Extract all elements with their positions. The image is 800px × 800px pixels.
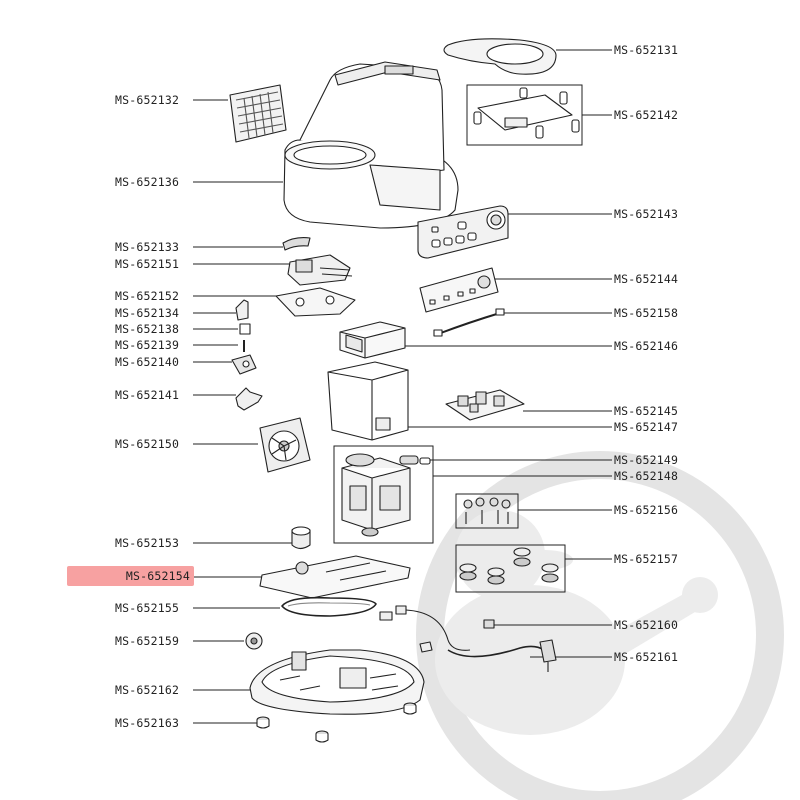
part-control-panel-652143 xyxy=(417,205,509,259)
part-plate-652142 xyxy=(473,87,580,139)
part-label-652160[interactable]: MS-652160 xyxy=(614,618,679,632)
part-label-652159[interactable]: MS-652159 xyxy=(115,634,180,648)
part-screws-652156 xyxy=(463,497,511,524)
part-label-652161[interactable]: MS-652161 xyxy=(614,650,679,664)
part-wiring-652160 xyxy=(379,605,495,653)
part-label-652141[interactable]: MS-652141 xyxy=(115,388,180,402)
part-power-cord-652161 xyxy=(447,639,557,672)
part-spring-652138 xyxy=(239,323,251,335)
part-label-652150[interactable]: MS-652150 xyxy=(115,437,180,451)
part-label-652157[interactable]: MS-652157 xyxy=(614,552,679,566)
part-label-652148[interactable]: MS-652148 xyxy=(614,469,679,483)
part-belt-652155 xyxy=(281,596,377,617)
part-label-652158[interactable]: MS-652158 xyxy=(614,306,679,320)
part-lever-652141 xyxy=(235,387,263,411)
part-lid-652131 xyxy=(443,38,557,75)
part-power-board-652145 xyxy=(445,389,525,421)
part-label-652134[interactable]: MS-652134 xyxy=(115,306,180,320)
part-micro-switch-652140 xyxy=(231,354,257,375)
part-knob-652159 xyxy=(245,632,263,650)
part-label-652144[interactable]: MS-652144 xyxy=(614,272,679,286)
part-label-652162[interactable]: MS-652162 xyxy=(115,683,180,697)
part-coupler-652153 xyxy=(291,526,311,550)
part-label-652147[interactable]: MS-652147 xyxy=(614,420,679,434)
part-bracket-652152 xyxy=(275,287,356,317)
group-boxes xyxy=(333,84,583,593)
part-label-652145[interactable]: MS-652145 xyxy=(614,404,679,418)
part-motor-652148 xyxy=(341,453,411,537)
part-label-652142[interactable]: MS-652142 xyxy=(614,108,679,122)
part-duct-652146 xyxy=(339,321,406,359)
part-label-652149[interactable]: MS-652149 xyxy=(614,453,679,467)
part-label-652146[interactable]: MS-652146 xyxy=(614,339,679,353)
part-label-652163[interactable]: MS-652163 xyxy=(115,716,180,730)
part-housing-652136 xyxy=(283,61,459,229)
watermark-logo-icon xyxy=(416,451,784,800)
part-label-652153[interactable]: MS-652153 xyxy=(115,536,180,550)
part-grill-652132 xyxy=(229,84,287,143)
part-label-652132[interactable]: MS-652132 xyxy=(115,93,180,107)
part-cable-652158 xyxy=(433,308,505,337)
part-dampers-652157 xyxy=(459,547,559,585)
part-label-652143[interactable]: MS-652143 xyxy=(614,207,679,221)
part-label-652156[interactable]: MS-652156 xyxy=(614,503,679,517)
part-base-plate-652154 xyxy=(259,555,411,599)
part-chamber-652147 xyxy=(327,361,409,441)
part-switch-652151 xyxy=(287,254,353,286)
part-brush-652149 xyxy=(399,455,431,465)
part-label-652152[interactable]: MS-652152 xyxy=(115,289,180,303)
leader-lines xyxy=(193,49,612,724)
part-clip-652134 xyxy=(235,299,249,321)
part-label-652140[interactable]: MS-652140 xyxy=(115,355,180,369)
part-fan-652150 xyxy=(259,417,311,473)
part-pcb-652144 xyxy=(419,267,499,313)
part-label-652138[interactable]: MS-652138 xyxy=(115,322,180,336)
part-label-652131[interactable]: MS-652131 xyxy=(614,43,679,57)
part-feet-652163 xyxy=(256,702,417,743)
part-label-652133[interactable]: MS-652133 xyxy=(115,240,180,254)
part-label-652155[interactable]: MS-652155 xyxy=(115,601,180,615)
part-label-652151[interactable]: MS-652151 xyxy=(115,257,180,271)
part-latch-652133 xyxy=(282,237,311,251)
part-label-652139[interactable]: MS-652139 xyxy=(115,338,180,352)
part-label-652154-selected[interactable]: MS-652154 xyxy=(67,566,194,586)
part-base-652162 xyxy=(249,649,425,715)
part-label-652136[interactable]: MS-652136 xyxy=(115,175,180,189)
